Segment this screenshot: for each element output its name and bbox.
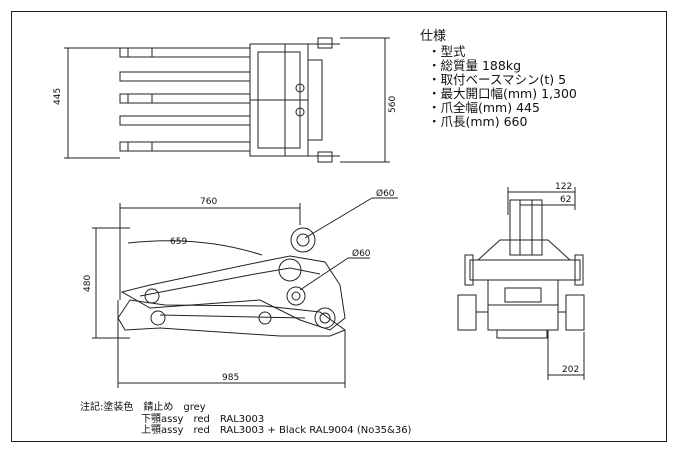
drawing-frame — [11, 11, 667, 442]
dim-diameter-upper: Ø60 — [376, 188, 395, 199]
spec-block: 仕様 ・型式 ・総質量 188kg ・取付ベースマシン(t) 5 ・最大開口幅(… — [420, 30, 577, 129]
top-view — [64, 37, 390, 163]
dim-side-480: 480 — [83, 275, 93, 292]
note-line-2: 下顎assy red RAL3003 — [141, 413, 265, 425]
spec-item-tine-width: ・爪全幅(mm) 445 — [428, 100, 540, 115]
spec-item-model: ・型式 — [428, 44, 466, 59]
dim-diameter-lower: Ø60 — [352, 248, 371, 259]
dim-side-760: 760 — [200, 197, 217, 207]
spec-item-base-machine: ・取付ベースマシン(t) 5 — [428, 72, 567, 87]
dim-top-width: 445 — [53, 88, 63, 105]
dim-side-985: 985 — [222, 373, 239, 383]
spec-item-max-opening: ・最大開口幅(mm) 1,300 — [428, 86, 577, 101]
dim-top-length: 560 — [388, 96, 398, 113]
dim-end-202: 202 — [562, 365, 579, 375]
dim-end-122: 122 — [555, 182, 572, 192]
dim-side-659: 659 — [170, 237, 187, 247]
note-line-1: 注記:塗装色 錆止め grey — [80, 402, 206, 413]
spec-item-weight: ・総質量 188kg — [428, 58, 522, 73]
end-view — [457, 187, 585, 380]
spec-item-tine-length: ・爪長(mm) 660 — [428, 114, 528, 129]
notes-block: 注記:塗装色 錆止め grey 下顎assy red RAL3003 上顎ass… — [80, 402, 411, 437]
side-view — [92, 197, 398, 388]
spec-title: 仕様 — [420, 29, 447, 44]
dim-end-62: 62 — [560, 195, 571, 205]
note-line-3: 上顎assy red RAL3003 + Black RAL9004 (No35… — [141, 425, 412, 436]
